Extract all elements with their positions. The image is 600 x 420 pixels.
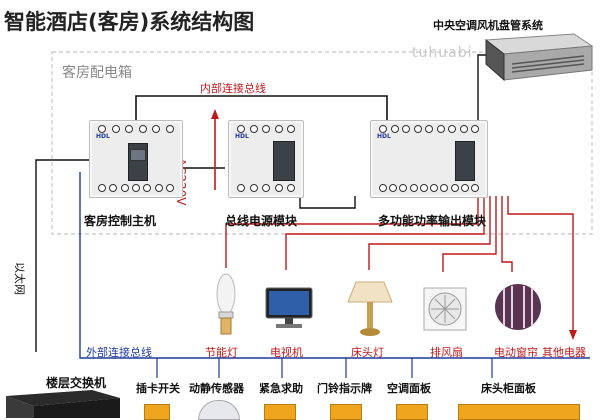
ac-unit-label: 中央空调风机盘管系统 bbox=[433, 19, 543, 32]
inner-bus-label: 内部连接总线 bbox=[200, 82, 266, 95]
power-brand: HDL bbox=[235, 133, 249, 140]
device-label-doorbell: 门铃指示牌 bbox=[317, 382, 372, 395]
bedside-lamp-icon bbox=[347, 281, 393, 336]
device-label-emergency: 紧急求助 bbox=[259, 382, 303, 395]
load-label-bedside-lamp: 床头灯 bbox=[351, 346, 384, 359]
power-status-panel bbox=[273, 141, 295, 181]
bus-power-module: HDL bbox=[228, 120, 304, 198]
device-label-card-switch: 插卡开关 bbox=[136, 382, 180, 395]
device-label-bedside-panel: 床头柜面板 bbox=[481, 382, 536, 395]
room-control-host-label: 客房控制主机 bbox=[84, 214, 157, 228]
fan-coil-unit-icon bbox=[484, 33, 594, 82]
device-label-motion-sensor: 动静传感器 bbox=[189, 382, 244, 395]
device-taps bbox=[156, 358, 493, 378]
power-output-wire bbox=[299, 196, 356, 209]
floor-switch-icon bbox=[6, 390, 120, 418]
multi-function-output-module: HDL bbox=[370, 120, 488, 198]
ac220v-arrow bbox=[211, 109, 219, 119]
outer-bus-label: 外部连接总线 bbox=[86, 346, 152, 359]
exhaust-fan-icon bbox=[423, 287, 467, 331]
host-display bbox=[130, 149, 146, 161]
host-brand: HDL bbox=[96, 133, 110, 140]
room-control-host: HDL bbox=[89, 120, 183, 198]
load-label-other: 其他电器 bbox=[542, 346, 586, 359]
distribution-box-border bbox=[51, 51, 593, 235]
energy-saving-lamp-icon bbox=[216, 273, 236, 335]
device-label-ac-panel: 空调面板 bbox=[387, 382, 431, 395]
load-label-curtain: 电动窗帘 bbox=[494, 346, 538, 359]
multi-function-output-module-label: 多功能功率输出模块 bbox=[378, 214, 487, 228]
ethernet-wire bbox=[35, 159, 100, 352]
output-brand: HDL bbox=[377, 133, 391, 140]
floor-switch-label: 楼层交换机 bbox=[46, 376, 107, 390]
diagram-title: 智能酒店(客房)系统结构图 bbox=[4, 10, 255, 34]
outer-bus-wire bbox=[79, 172, 590, 359]
distribution-box-label: 客房配电箱 bbox=[62, 65, 132, 81]
load-label-tv: 电视机 bbox=[270, 346, 303, 359]
inner-bus-wire bbox=[135, 95, 388, 120]
watermark: tuhuabi bbox=[412, 45, 473, 61]
electric-curtain-icon bbox=[495, 284, 541, 330]
load-label-exhaust-fan: 排风扇 bbox=[430, 346, 463, 359]
other-appliance-arrow bbox=[569, 330, 577, 340]
load-wires bbox=[225, 196, 574, 330]
tv-icon bbox=[265, 287, 313, 328]
ethernet-label: 以太网 bbox=[13, 262, 26, 295]
output-status-panel bbox=[455, 141, 475, 181]
load-label-lamp: 节能灯 bbox=[205, 346, 238, 359]
bus-power-module-label: 总线电源模块 bbox=[225, 214, 298, 228]
